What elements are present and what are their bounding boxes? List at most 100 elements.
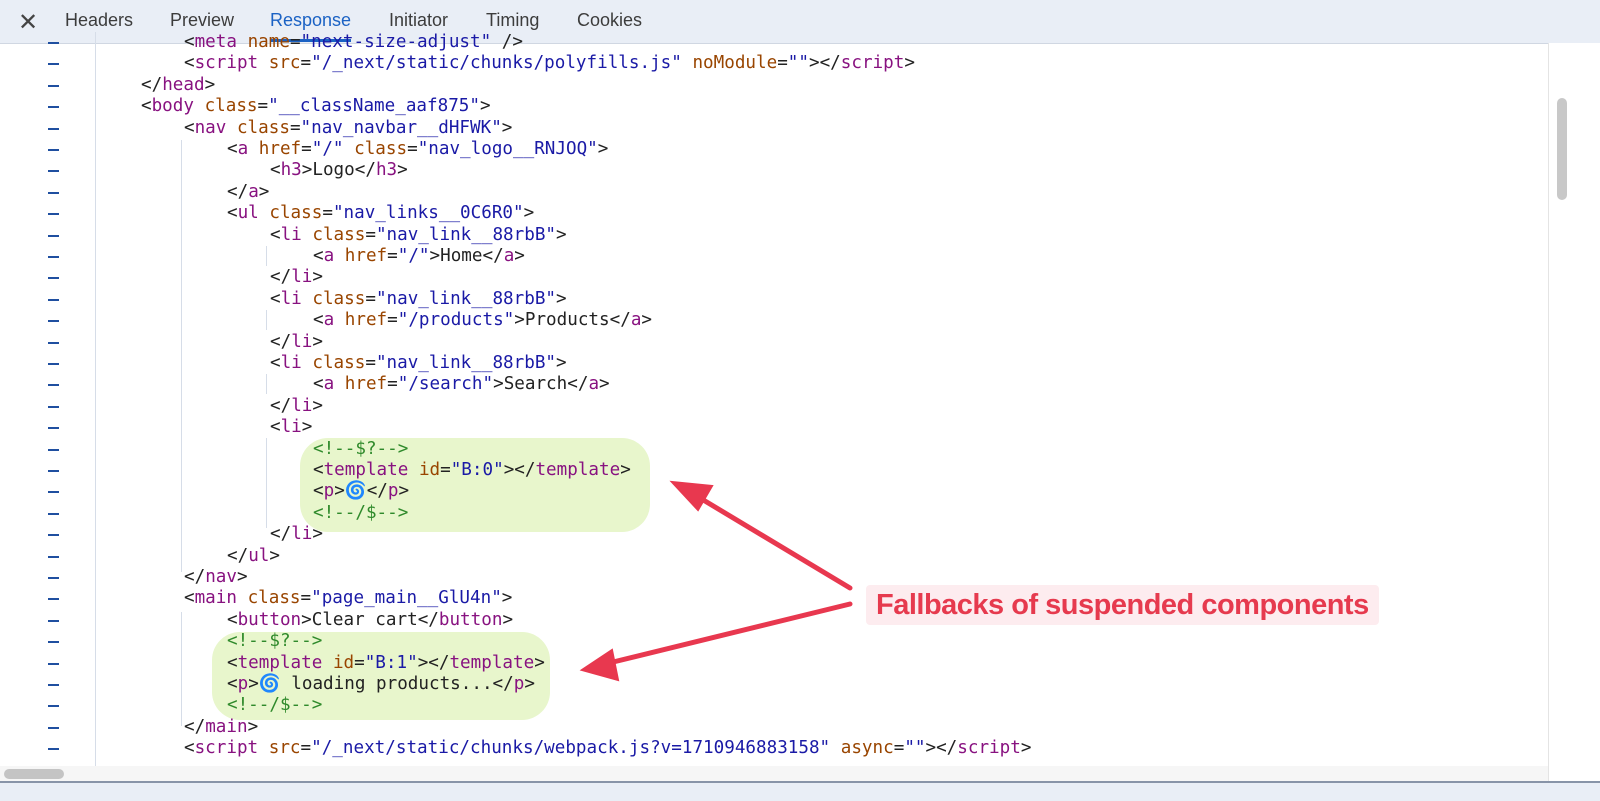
line-marker — [48, 106, 59, 109]
punctuation: > — [534, 652, 545, 673]
punctuation: > — [248, 674, 259, 694]
punctuation: < — [270, 417, 281, 438]
line-marker — [48, 512, 59, 515]
indent-guide — [266, 246, 267, 266]
code-line: <h3>Logo</h3> — [270, 160, 408, 181]
indent-guide — [266, 438, 267, 528]
tag-name: script — [194, 738, 259, 759]
text: Logo — [312, 160, 355, 181]
line-marker — [48, 577, 59, 579]
code-line: </head> — [141, 75, 215, 96]
tag-name: ul — [237, 203, 259, 224]
tag-name: li — [280, 417, 302, 438]
tab-headers[interactable]: Headers — [65, 10, 134, 30]
tag-name: a — [237, 139, 249, 159]
text: Search — [503, 374, 568, 395]
tag-name: li — [280, 224, 302, 245]
punctuation: </ — [184, 716, 206, 737]
tag-name: li — [291, 267, 313, 288]
close-icon[interactable]: ✕ — [18, 9, 39, 36]
comment: <!--/$--> — [313, 502, 409, 523]
code-line: <li class="nav_link__88rbB"> — [270, 353, 567, 374]
line-marker — [48, 170, 59, 173]
vertical-scrollbar-thumb[interactable] — [1557, 98, 1567, 200]
attr-value: "" — [904, 738, 926, 759]
horizontal-scrollbar-thumb[interactable] — [4, 769, 64, 779]
punctuation: = — [365, 224, 376, 245]
line-marker — [48, 748, 59, 751]
punctuation: </ — [482, 246, 504, 266]
punctuation: </ — [184, 567, 206, 587]
punctuation: > — [301, 160, 313, 181]
punctuation: </ — [354, 160, 376, 181]
punctuation: > — [597, 139, 609, 159]
attr-name: href — [344, 374, 388, 395]
punctuation: </ — [141, 74, 163, 95]
attr-name: noModule — [692, 53, 778, 74]
code-line: <p>🌀 loading products...</p> — [227, 674, 535, 695]
punctuation: </ — [227, 181, 249, 202]
punctuation: ></ — [808, 53, 841, 74]
tag-name: a — [248, 181, 259, 202]
tag-name: li — [280, 353, 302, 373]
punctuation: < — [227, 609, 238, 630]
line-marker — [48, 726, 59, 729]
punctuation: </ — [366, 481, 388, 502]
punctuation: > — [620, 460, 631, 480]
horizontal-scrollbar[interactable] — [0, 766, 1548, 781]
punctuation: > — [236, 567, 248, 587]
punctuation: > — [301, 609, 312, 630]
attr-value: "nav_link__88rbB" — [375, 288, 557, 309]
punctuation: = — [300, 738, 312, 759]
line-marker — [48, 619, 59, 622]
punctuation: > — [334, 481, 345, 502]
punctuation: > — [493, 374, 504, 395]
comment: <!--/$--> — [227, 695, 323, 716]
punctuation: ></ — [503, 460, 536, 480]
punctuation: = — [300, 53, 312, 74]
line-marker — [48, 127, 59, 130]
tab-cookies[interactable]: Cookies — [577, 10, 643, 30]
line-marker — [48, 234, 59, 237]
code-line: <ul class="nav_links__0C6R0"> — [227, 203, 534, 224]
punctuation: < — [227, 674, 238, 694]
vertical-scrollbar[interactable] — [1548, 43, 1600, 781]
punctuation: > — [641, 310, 652, 331]
code-line: </a> — [227, 182, 269, 203]
attr-value: "page_main__GlU4n" — [311, 588, 502, 609]
indent-guide — [266, 310, 267, 330]
punctuation: < — [270, 288, 281, 309]
punctuation: = — [289, 117, 301, 138]
punctuation: = — [893, 738, 905, 759]
line-marker — [48, 320, 59, 323]
tag-name: h3 — [375, 160, 398, 181]
punctuation: </ — [270, 395, 292, 416]
line-marker — [48, 213, 59, 216]
code-line: <meta name="next-size-adjust" /> — [184, 32, 523, 53]
tab-preview[interactable]: Preview — [170, 10, 235, 30]
punctuation: > — [502, 609, 514, 630]
tab-timing[interactable]: Timing — [486, 10, 540, 30]
punctuation: < — [227, 203, 238, 224]
code-line: <a href="/" class="nav_logo__RNJOQ"> — [227, 139, 608, 160]
punctuation: > — [258, 181, 270, 202]
punctuation: > — [312, 395, 323, 416]
tag-name: a — [503, 246, 515, 266]
code-line: <main class="page_main__GlU4n"> — [184, 588, 512, 609]
tag-name: p — [513, 674, 525, 694]
line-marker — [48, 191, 59, 194]
attr-name: src — [268, 738, 301, 759]
code-line: </li> — [270, 267, 323, 288]
tag-name: body — [151, 96, 194, 117]
tag-name: a — [630, 310, 642, 331]
punctuation: </ — [270, 524, 292, 545]
indent-guide — [95, 32, 96, 780]
tab-initiator[interactable]: Initiator — [389, 10, 449, 30]
attr-value: "/products" — [397, 310, 515, 331]
tab-response[interactable]: Response — [270, 10, 352, 42]
attr-name: class — [354, 139, 408, 159]
fallback-highlight — [212, 632, 550, 720]
indent-guide — [181, 612, 182, 726]
punctuation: > — [556, 288, 567, 309]
